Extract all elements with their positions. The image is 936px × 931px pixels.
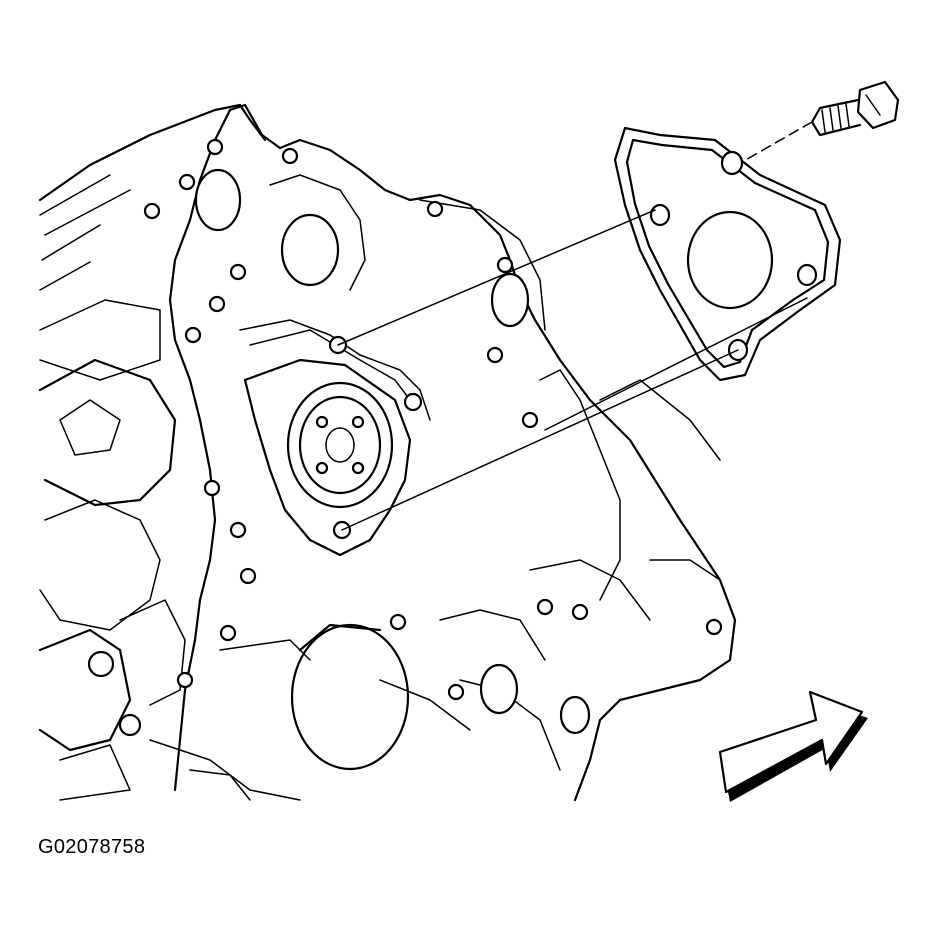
figure-id-label: G02078758: [38, 836, 146, 858]
seal-bore: [243, 335, 423, 557]
alignment-lines: [337, 121, 813, 531]
bolt: [810, 80, 900, 137]
engine-block: [38, 103, 301, 801]
front-cover: [143, 103, 737, 802]
access-plug: [290, 623, 410, 771]
gasket-plate: [613, 126, 842, 382]
front-direction-arrow-icon: [718, 690, 868, 802]
